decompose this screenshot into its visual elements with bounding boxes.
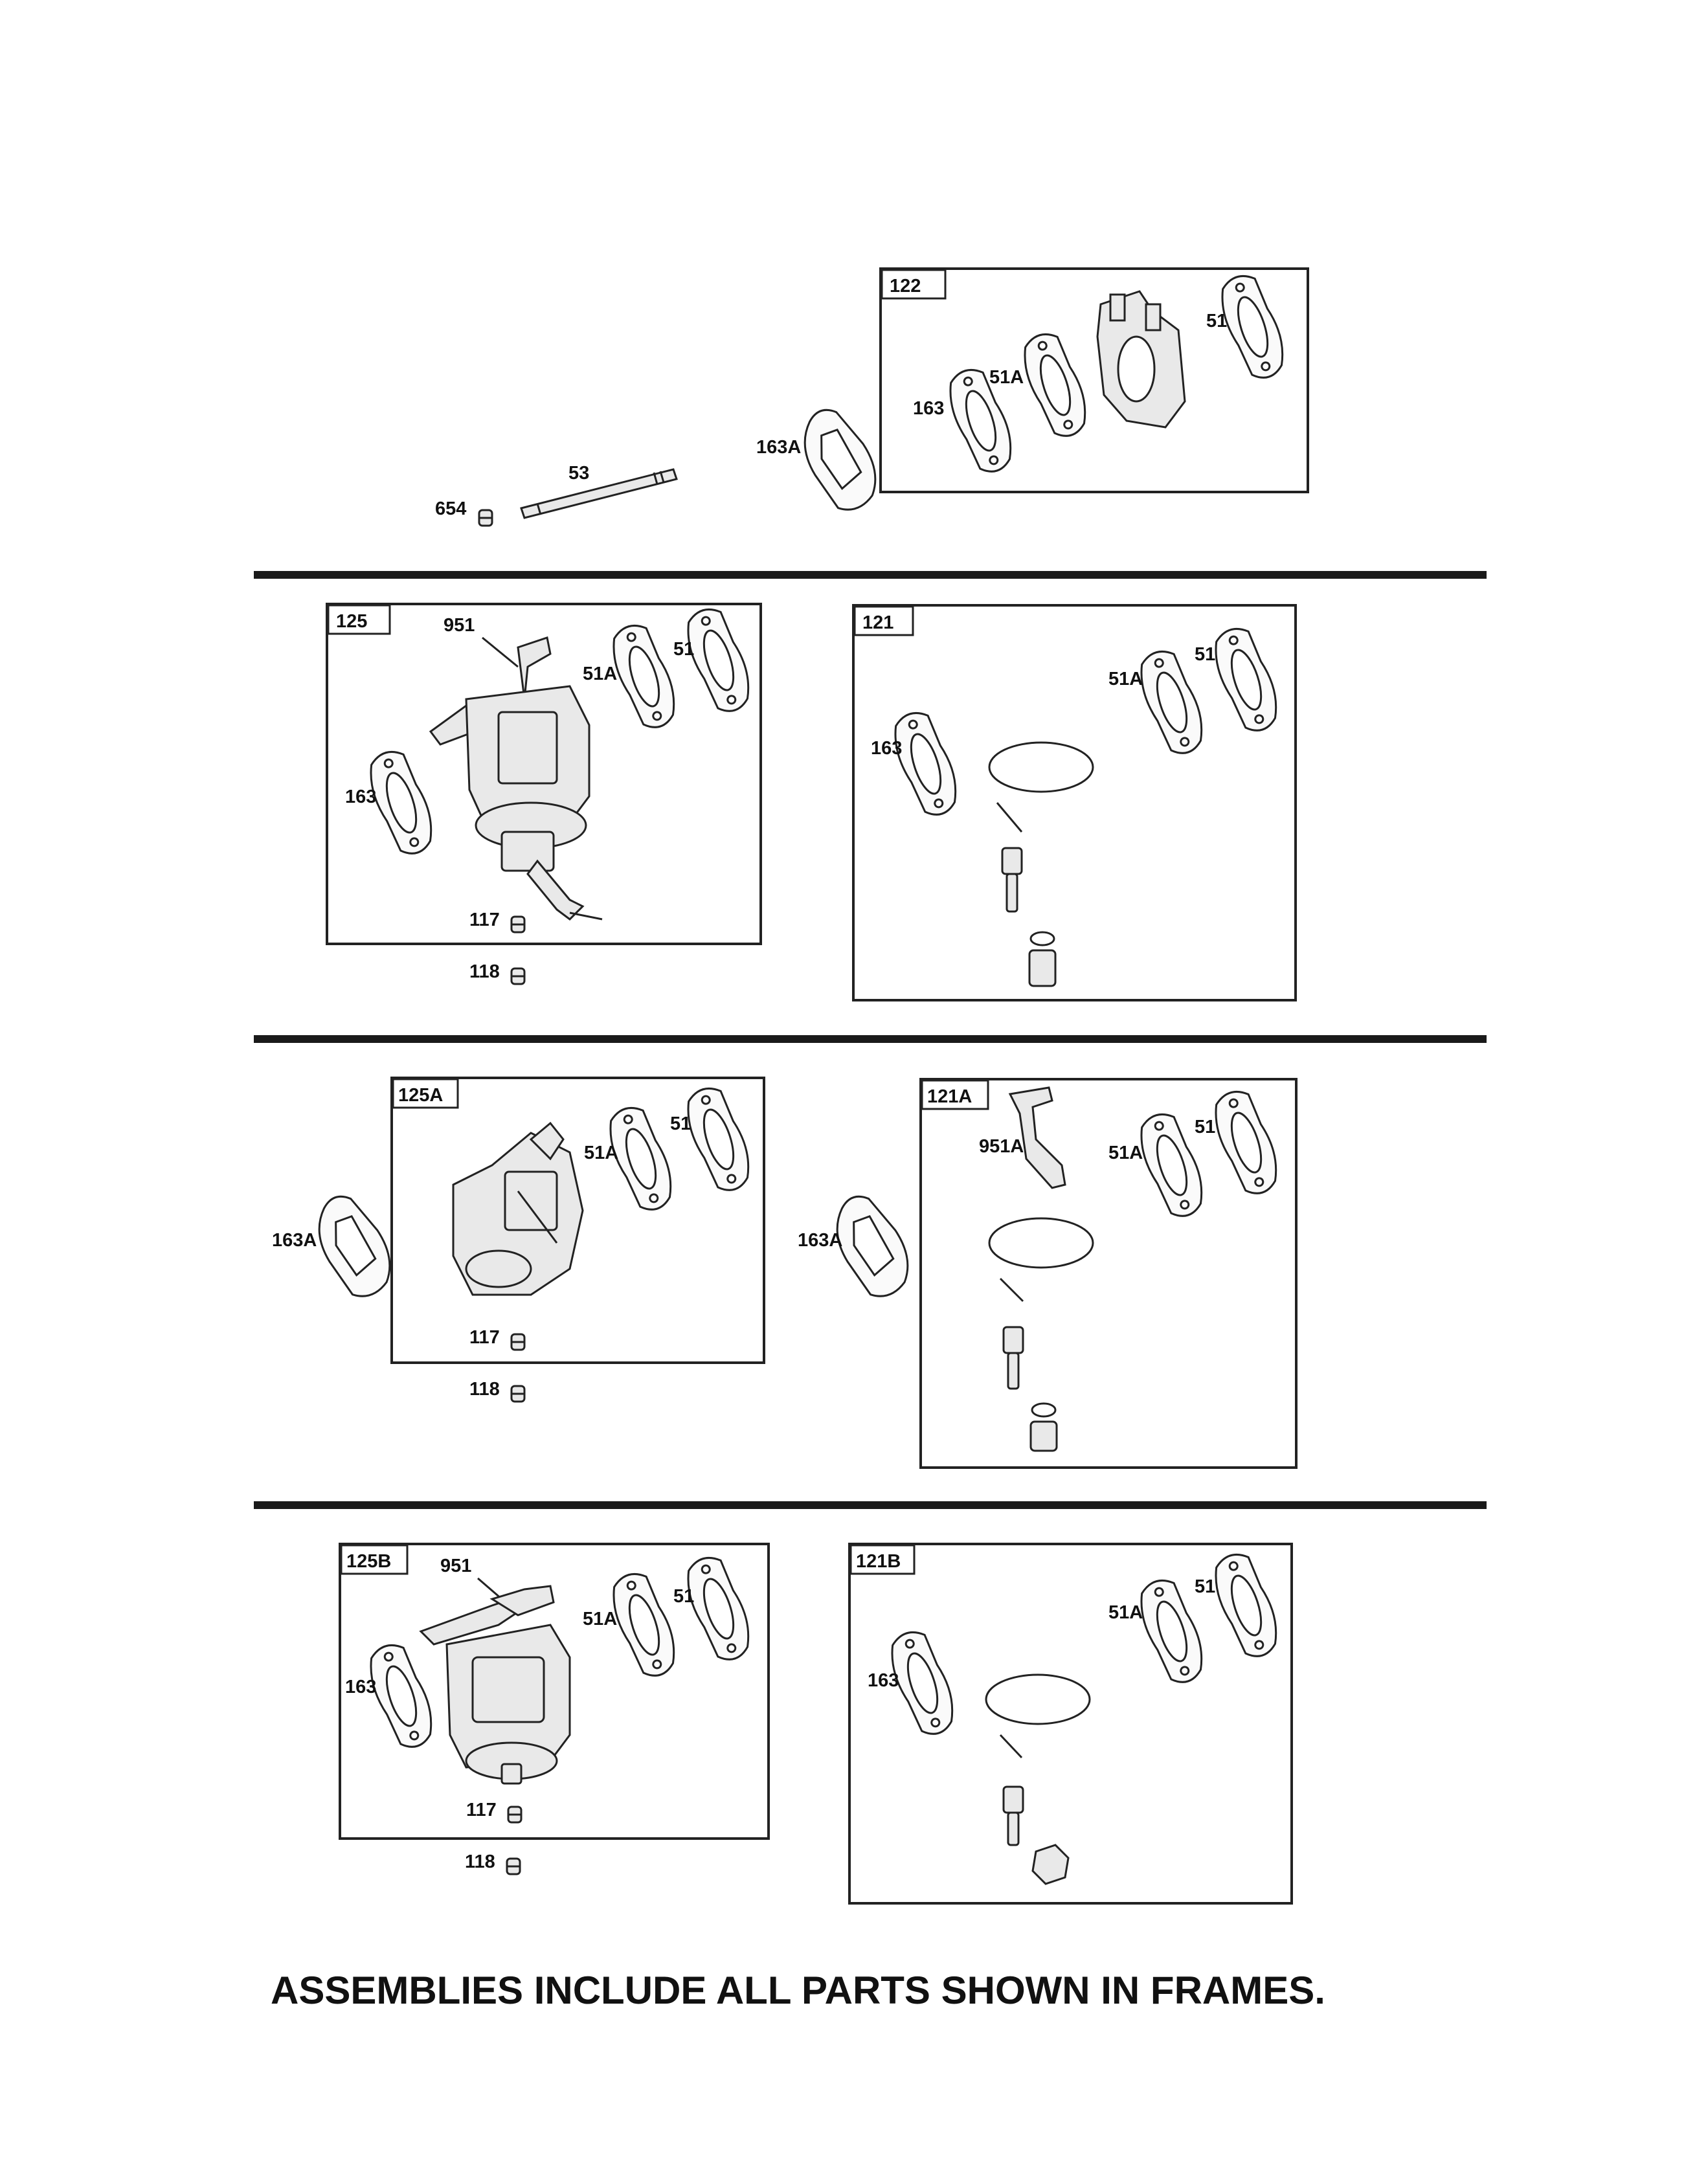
part-label-117: 117 bbox=[466, 1800, 497, 1820]
part-label-51a: 51A bbox=[584, 1143, 618, 1163]
frame-label-121b: 121B bbox=[856, 1551, 901, 1572]
part-label-51a: 51A bbox=[1108, 1602, 1143, 1623]
frame-125a bbox=[390, 1077, 765, 1364]
frame-125 bbox=[326, 603, 762, 945]
frame-121b bbox=[848, 1543, 1293, 1905]
frame-label-121: 121 bbox=[862, 612, 893, 633]
o-ring-121 bbox=[988, 741, 1094, 793]
part-label-117: 117 bbox=[469, 910, 500, 930]
part-label-163: 163 bbox=[345, 787, 376, 807]
part-label-51: 51 bbox=[673, 1586, 694, 1607]
frame-122 bbox=[879, 267, 1309, 493]
part-label-51: 51 bbox=[1195, 644, 1215, 665]
throttle-lever-951a bbox=[1008, 1086, 1066, 1189]
carburetor-125 bbox=[429, 636, 603, 921]
frame-label-121a: 121A bbox=[927, 1086, 972, 1107]
part-label-51a: 51A bbox=[1108, 669, 1143, 689]
part-label-51: 51 bbox=[673, 639, 694, 660]
part-label-951a: 951A bbox=[979, 1136, 1024, 1157]
part-label-51a: 51A bbox=[583, 1609, 617, 1629]
part-label-53: 53 bbox=[568, 463, 589, 484]
row-4: 125B 951 163 51A 51 117 118 121B 163 51A… bbox=[339, 1543, 1293, 1905]
part-label-51a: 51A bbox=[989, 367, 1024, 388]
row-3: 125A 51A 51 117 118 163A 121A 951A 51A 5… bbox=[272, 1077, 1298, 1469]
frame-label-125b: 125B bbox=[346, 1551, 391, 1572]
frame-121a bbox=[919, 1078, 1298, 1469]
carburetor-125b bbox=[419, 1585, 571, 1785]
part-label-163a: 163A bbox=[272, 1230, 317, 1251]
row-1: 122 163 51A 51 163A 53 654 bbox=[435, 267, 1309, 527]
part-label-163: 163 bbox=[913, 398, 944, 419]
intake-manifold bbox=[1096, 290, 1186, 429]
part-label-51: 51 bbox=[1195, 1117, 1215, 1137]
part-label-163: 163 bbox=[871, 738, 902, 759]
part-label-163a: 163A bbox=[798, 1230, 842, 1251]
part-label-51: 51 bbox=[1206, 311, 1227, 331]
carburetor-125a bbox=[452, 1121, 584, 1296]
row-2: 125 951 163 51A 51 117 118 121 163 51A bbox=[326, 602, 1297, 1001]
stud-53 bbox=[520, 468, 678, 519]
part-label-118: 118 bbox=[469, 1379, 500, 1400]
frame-121 bbox=[852, 604, 1297, 1001]
part-label-118: 118 bbox=[469, 961, 500, 982]
part-label-51a: 51A bbox=[583, 664, 617, 684]
part-label-951: 951 bbox=[440, 1556, 471, 1576]
frame-label-125: 125 bbox=[336, 611, 367, 632]
part-label-654: 654 bbox=[435, 498, 466, 519]
part-label-951: 951 bbox=[444, 615, 475, 636]
part-label-163: 163 bbox=[345, 1677, 376, 1697]
part-label-117: 117 bbox=[469, 1327, 500, 1348]
part-label-51a: 51A bbox=[1108, 1143, 1143, 1163]
part-label-163a: 163A bbox=[756, 437, 801, 458]
footnote: ASSEMBLIES INCLUDE ALL PARTS SHOWN IN FR… bbox=[271, 1969, 1325, 2012]
o-ring-121b bbox=[985, 1673, 1091, 1725]
frame-label-125a: 125A bbox=[398, 1085, 443, 1106]
frame-label-122: 122 bbox=[890, 276, 921, 296]
part-label-51: 51 bbox=[670, 1113, 691, 1134]
part-label-118: 118 bbox=[465, 1851, 495, 1872]
o-ring-121a bbox=[988, 1217, 1094, 1269]
part-label-163: 163 bbox=[868, 1670, 899, 1691]
part-label-51: 51 bbox=[1195, 1576, 1215, 1597]
frame-125b bbox=[339, 1543, 770, 1840]
